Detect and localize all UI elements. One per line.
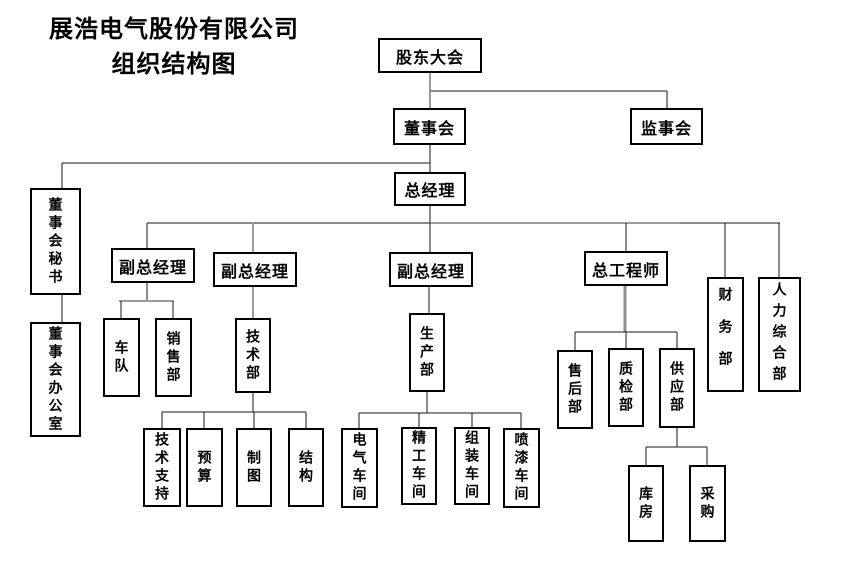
edge-gm-trunk <box>146 206 780 277</box>
node-hr-general-dept-label: 人力综合部 <box>771 282 788 387</box>
node-sales-dept-label: 销售部 <box>165 330 182 385</box>
node-painting-workshop: 喷漆车间 <box>503 428 540 508</box>
node-deputy-gm-2: 副总经理 <box>213 252 297 287</box>
node-board-of-directors-label: 董事会 <box>403 120 455 138</box>
node-supply-dept: 供应部 <box>659 348 695 428</box>
node-deputy-gm-3: 副总经理 <box>389 252 473 287</box>
chart-title-subtitle: 组织结构图 <box>111 51 237 78</box>
node-electrical-workshop: 电气车间 <box>341 428 378 508</box>
node-tech-support: 技术支持 <box>143 428 181 507</box>
node-shareholders-meeting-label: 股东大会 <box>395 49 464 67</box>
node-warehouse-label: 库房 <box>638 485 654 522</box>
node-quality-dept: 质检部 <box>608 348 644 427</box>
node-finance-dept-label: 财务部 <box>717 286 734 383</box>
edge-chief-children <box>574 286 678 350</box>
node-supply-dept-label: 供应部 <box>669 361 685 415</box>
node-tech-support-label: 技术支持 <box>154 431 170 504</box>
node-tech-dept: 技术部 <box>235 318 271 393</box>
node-precision-workshop-label: 精工车间 <box>411 430 427 502</box>
node-purchasing: 采购 <box>689 465 726 542</box>
chart-title: 展浩电气股份有限公司 组织结构图 <box>36 12 312 82</box>
node-structure-label: 结构 <box>298 449 314 486</box>
node-tech-dept-label: 技术部 <box>245 328 261 383</box>
node-supervisory-board-label: 监事会 <box>640 120 692 138</box>
node-board-secretary-label: 董事会秘书 <box>47 196 64 287</box>
node-board-of-directors: 董事会 <box>393 108 466 145</box>
node-structure: 结构 <box>288 428 324 507</box>
node-after-sales-dept-label: 售后部 <box>567 362 583 417</box>
node-chief-engineer: 总工程师 <box>584 251 668 286</box>
node-budget-label: 预算 <box>196 449 213 486</box>
node-precision-workshop: 精工车间 <box>401 427 437 505</box>
node-assembly-workshop: 组装车间 <box>454 427 490 505</box>
node-deputy-gm-3-label: 副总经理 <box>396 263 465 281</box>
node-general-manager: 总经理 <box>394 172 466 206</box>
node-budget: 预算 <box>186 428 223 507</box>
node-deputy-gm-2-label: 副总经理 <box>220 263 289 281</box>
node-chief-engineer-label: 总工程师 <box>591 262 660 280</box>
edge-tech-children <box>161 393 307 428</box>
node-quality-dept-label: 质检部 <box>618 360 634 415</box>
node-shareholders-meeting: 股东大会 <box>378 38 482 73</box>
node-supervisory-board: 监事会 <box>630 108 703 145</box>
node-drafting: 制图 <box>236 428 272 507</box>
node-deputy-gm-1-label: 副总经理 <box>118 259 187 277</box>
node-assembly-workshop-label: 组装车间 <box>464 430 480 502</box>
node-deputy-gm-1: 副总经理 <box>111 248 195 283</box>
node-fleet: 车队 <box>103 318 140 397</box>
node-board-office-label: 董事会办公室 <box>47 325 64 434</box>
edge-supply-children <box>645 428 708 465</box>
chart-title-company: 展浩电气股份有限公司 <box>49 16 299 43</box>
node-board-office: 董事会办公室 <box>30 322 81 437</box>
node-sales-dept: 销售部 <box>155 318 192 397</box>
node-painting-workshop-label: 喷漆车间 <box>513 432 530 504</box>
node-production-dept: 生产部 <box>409 313 445 392</box>
node-board-secretary: 董事会秘书 <box>30 188 81 295</box>
edge-production-children <box>358 392 522 428</box>
node-electrical-workshop-label: 电气车间 <box>351 432 368 504</box>
node-hr-general-dept: 人力综合部 <box>758 277 801 392</box>
node-general-manager-label: 总经理 <box>404 183 456 200</box>
node-drafting-label: 制图 <box>246 449 262 486</box>
edge-shareholders-children <box>429 73 668 108</box>
node-warehouse: 库房 <box>628 465 664 542</box>
node-finance-dept: 财务部 <box>707 277 744 392</box>
node-fleet-label: 车队 <box>113 339 130 376</box>
edge-deputy1-children <box>119 283 174 318</box>
node-purchasing-label: 采购 <box>699 485 716 522</box>
edge-board-secretary <box>61 162 430 188</box>
node-production-dept-label: 生产部 <box>419 325 435 380</box>
node-after-sales-dept: 售后部 <box>557 350 593 429</box>
